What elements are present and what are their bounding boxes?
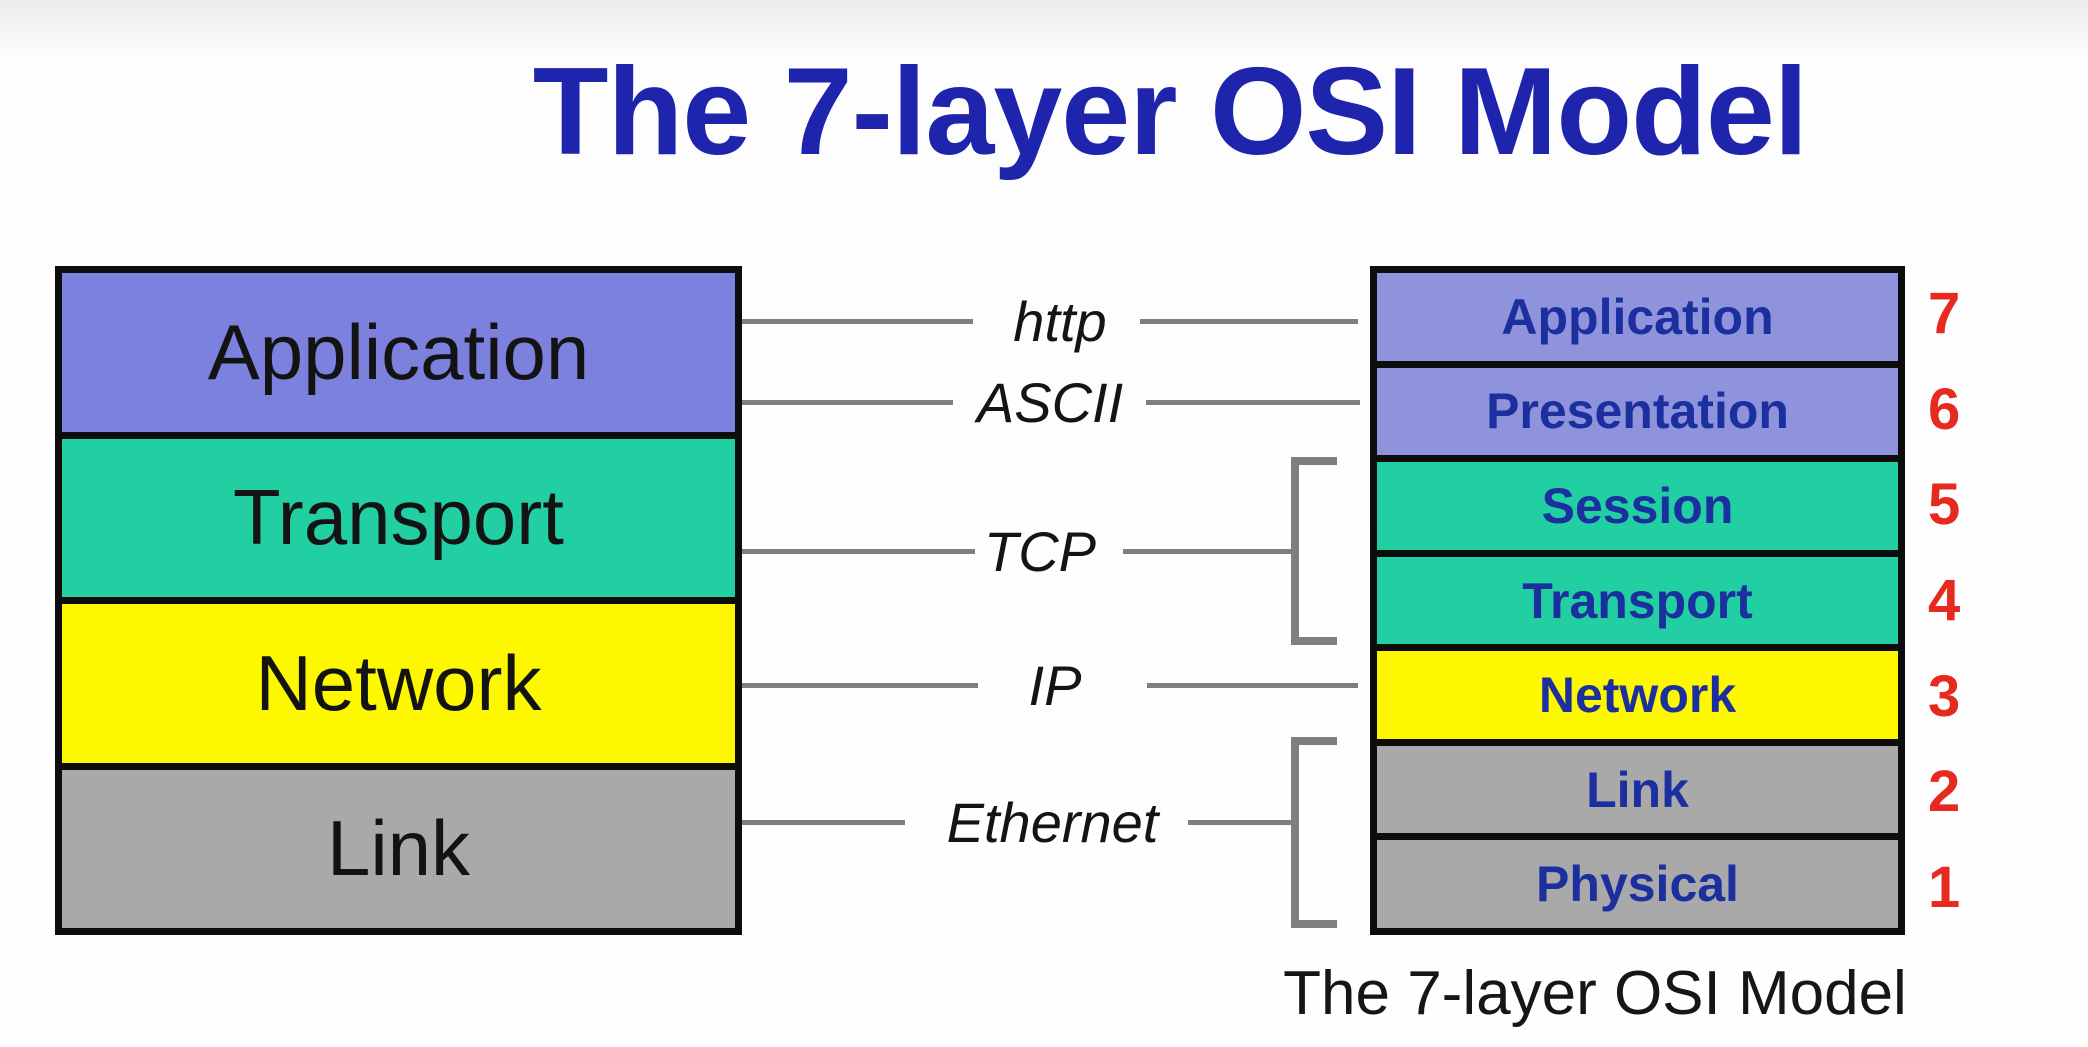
osi-layer-transport: Transport xyxy=(1377,556,1898,645)
left-layer-transport-label: Transport xyxy=(233,473,564,562)
ascii-line-left xyxy=(742,400,953,405)
left-layer-link: Link xyxy=(62,769,735,928)
left-layer-link-label: Link xyxy=(326,804,471,893)
protocol-label-ip: IP xyxy=(1028,653,1082,717)
osi-layer-application-label: Application xyxy=(1501,288,1774,345)
tcp-bracket-cap-bottom xyxy=(1291,637,1337,645)
osi-layer-physical: Physical xyxy=(1377,840,1898,929)
ethernet-bracket-cap-top xyxy=(1291,737,1337,745)
layer-number-5: 5 xyxy=(1928,472,1961,538)
osi-layer-application: Application xyxy=(1377,273,1898,361)
osi-layer-presentation: Presentation xyxy=(1377,367,1898,456)
http-line-right xyxy=(1140,319,1358,324)
tcp-bracket-cap-top xyxy=(1291,457,1337,465)
ip-line-right xyxy=(1147,683,1358,688)
left-layer-transport: Transport xyxy=(62,438,735,597)
osi-layer-network: Network xyxy=(1377,651,1898,739)
osi-layer-transport-label: Transport xyxy=(1522,572,1753,629)
protocol-label-ascii: ASCII xyxy=(976,370,1124,434)
osi-layer-network-label: Network xyxy=(1538,667,1737,724)
osi-layer-numbers: 7 6 5 4 3 2 1 xyxy=(1918,266,2008,935)
layer-number-2: 2 xyxy=(1928,759,1961,825)
http-line-left xyxy=(742,319,973,324)
left-layer-network: Network xyxy=(62,604,735,763)
layer-number-1: 1 xyxy=(1928,854,1961,920)
ascii-line-right xyxy=(1146,400,1360,405)
ethernet-bracket-vertical xyxy=(1291,737,1299,928)
left-layer-application: Application xyxy=(62,273,735,432)
protocol-label-http: http xyxy=(1013,289,1107,353)
protocol-label-tcp: TCP xyxy=(984,519,1096,583)
page-title: The 7-layer OSI Model xyxy=(532,43,1808,181)
protocol-label-ethernet: Ethernet xyxy=(946,790,1159,854)
ip-line-left xyxy=(742,683,978,688)
left-layer-network-label: Network xyxy=(255,638,542,727)
osi-layer-link: Link xyxy=(1377,745,1898,834)
ethernet-line-left xyxy=(742,820,905,825)
left-layer-application-label: Application xyxy=(207,307,590,396)
ethernet-bracket-cap-bottom xyxy=(1291,920,1337,928)
layer-number-7: 7 xyxy=(1928,281,1961,347)
ethernet-line-right xyxy=(1188,820,1291,825)
right-osi-stack: Application Presentation Session Transpo… xyxy=(1370,266,1905,935)
layer-number-3: 3 xyxy=(1928,663,1961,729)
osi-layer-presentation-label: Presentation xyxy=(1486,383,1789,440)
layer-number-4: 4 xyxy=(1928,568,1961,634)
tcp-line-left xyxy=(742,549,975,554)
tcp-line-right xyxy=(1123,549,1291,554)
caption: The 7-layer OSI Model xyxy=(1283,959,1907,1028)
osi-layer-session: Session xyxy=(1377,462,1898,550)
osi-layer-session-label: Session xyxy=(1541,477,1734,534)
layer-number-6: 6 xyxy=(1928,376,1961,442)
left-protocol-stack: Application Transport Network Link xyxy=(55,266,742,935)
tcp-bracket-vertical xyxy=(1291,457,1299,645)
osi-layer-physical-label: Physical xyxy=(1536,856,1739,913)
osi-layer-link-label: Link xyxy=(1586,761,1689,818)
